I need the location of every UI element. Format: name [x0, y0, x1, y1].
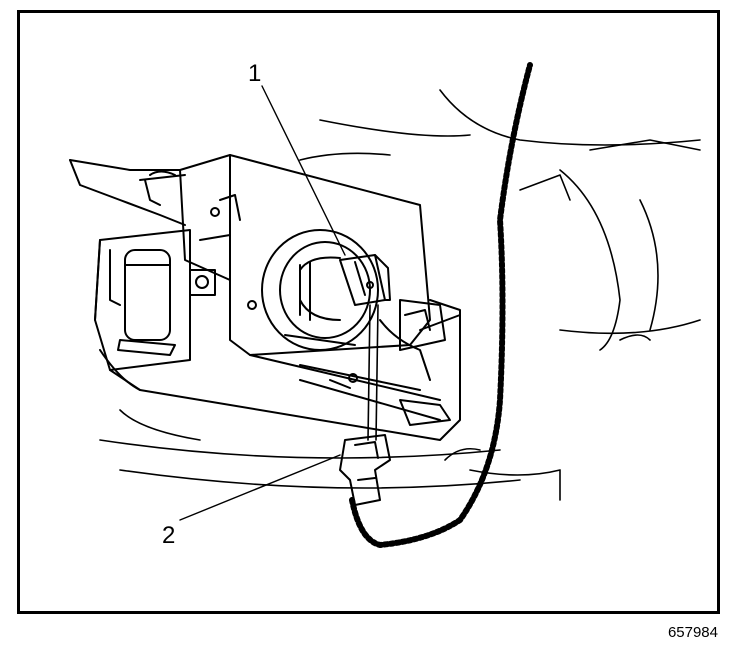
right-bracket	[379, 299, 461, 426]
figure-number: 657984	[667, 624, 718, 641]
headlamp-housing	[69, 154, 461, 441]
illustration-frame	[17, 10, 720, 614]
callout-2-leader	[179, 454, 341, 521]
wiring-harness	[339, 62, 533, 548]
bulb-socket-opening	[261, 229, 379, 351]
callout-label-2: 2	[162, 522, 176, 549]
callout-1-leader	[261, 85, 346, 256]
adjuster-mechanism	[117, 170, 216, 356]
headlamp-bulb	[339, 254, 391, 306]
callout-label-1: 1	[248, 60, 262, 87]
vehicle-body-contours	[99, 89, 701, 501]
